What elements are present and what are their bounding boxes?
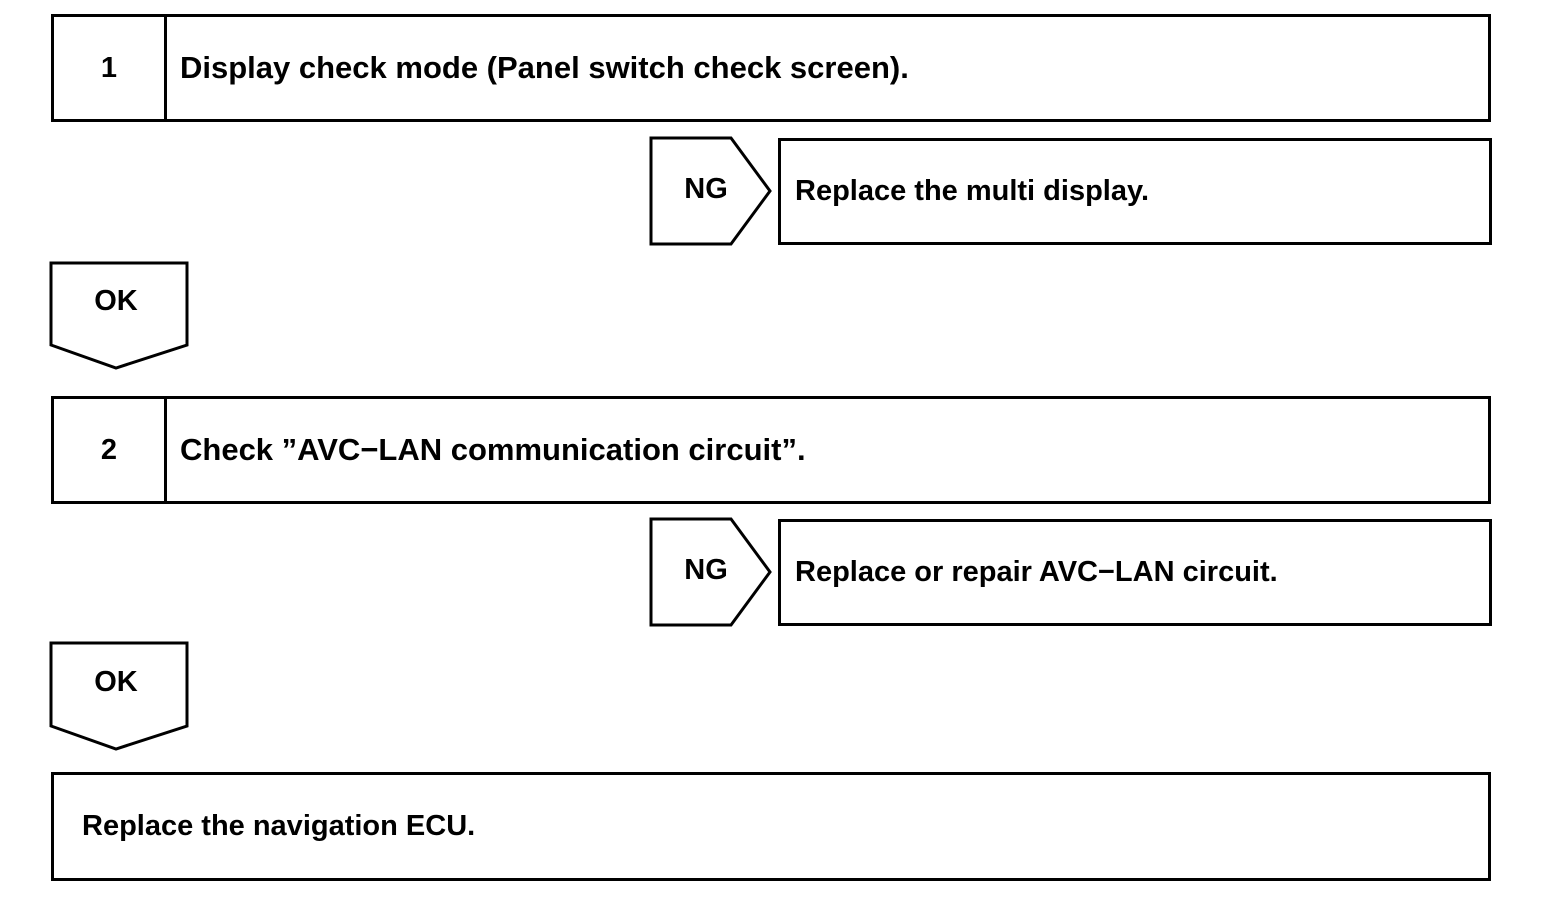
- step-2-box: 2 Check ”AVC−LAN communication circuit”.: [51, 396, 1491, 504]
- ng-1-action: Replace the multi display.: [795, 175, 1150, 207]
- step-1-number: 1: [54, 17, 167, 119]
- step-1-title: Display check mode (Panel switch check s…: [180, 50, 909, 85]
- ok-1-label: OK: [94, 285, 138, 317]
- ng-2-label: NG: [684, 554, 728, 586]
- final-action-box: Replace the navigation ECU.: [51, 772, 1491, 881]
- step-1-box: 1 Display check mode (Panel switch check…: [51, 14, 1491, 122]
- ng-1-result-box: Replace the multi display.: [778, 138, 1492, 245]
- ng-2-result-box: Replace or repair AVC−LAN circuit.: [778, 519, 1492, 626]
- final-action-text: Replace the navigation ECU.: [82, 810, 476, 842]
- ok-2-label: OK: [94, 666, 138, 698]
- step-2-title: Check ”AVC−LAN communication circuit”.: [180, 432, 806, 467]
- ng-2-action: Replace or repair AVC−LAN circuit.: [795, 556, 1278, 588]
- step-2-number: 2: [54, 399, 167, 501]
- ng-1-label: NG: [684, 173, 728, 205]
